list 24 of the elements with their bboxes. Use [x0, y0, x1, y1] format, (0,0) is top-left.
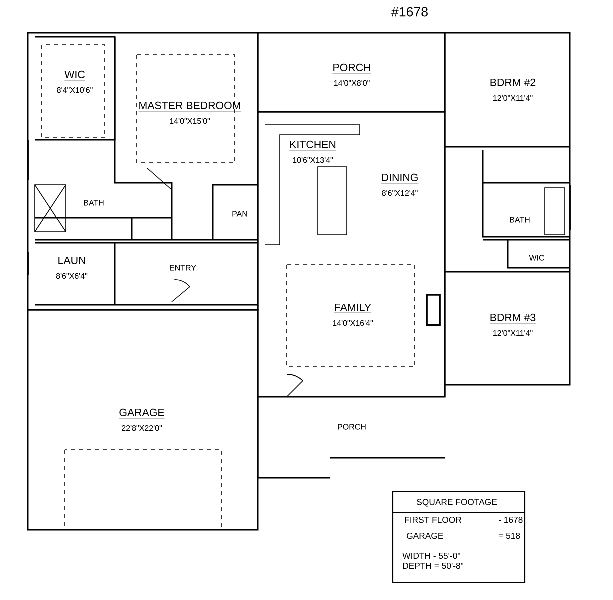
room-label: ENTRY [170, 265, 196, 271]
room-label: BDRM #2 12'0"X11'4" [490, 78, 536, 102]
room-label: GARAGE 22'8"X22'0" [118, 408, 166, 432]
room-label: BDRM #3 12'0"X11'4" [490, 314, 536, 336]
room-label: WIC 8'4"X10'6" [57, 70, 93, 94]
table-text: = 518 [499, 532, 520, 540]
plan-number: #1678 [392, 7, 428, 17]
room-label: LAUN 8'6"X6'4" [56, 256, 88, 280]
room-label: FAMILY 14'0"X16'4" [333, 304, 374, 326]
table-text: SQUARE FOOTAGE [417, 499, 497, 507]
room-label: BATH [510, 217, 530, 223]
room-label: PORCH 14'0"X8'0" [332, 64, 372, 86]
table-text: WIDTH - 55'-0" [402, 552, 460, 560]
room-label: DINING 8'6"X12'4" [381, 174, 419, 196]
table-text: DEPTH = 50'-8" [403, 562, 464, 570]
room-label: BATH [84, 200, 104, 206]
table-text: FIRST FLOOR [405, 516, 462, 524]
room-label: PORCH [338, 424, 366, 430]
room-label: WIC [529, 255, 544, 261]
room-label: KITCHEN 10'6"X13'4" [289, 140, 337, 164]
room-label: PAN [232, 211, 248, 217]
table-text: GARAGE [407, 532, 444, 540]
room-label: MASTER BEDROOM 14'0"X15'0" [138, 102, 242, 124]
table-text: - 1678 [498, 516, 523, 524]
